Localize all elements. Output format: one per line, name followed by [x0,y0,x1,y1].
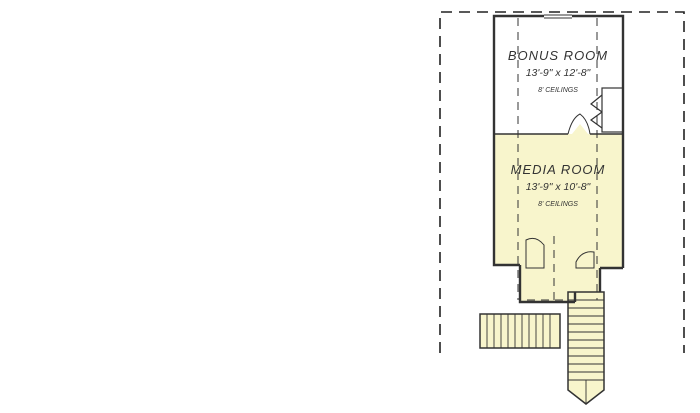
closet [589,87,624,133]
media-room-name: MEDIA ROOM [511,162,606,177]
door-swing [567,113,591,135]
media-room-dims: 13'-9" x 10'-8" [526,181,592,193]
bonus-room-ceiling: 8' CEILINGS [538,87,578,94]
media-room-ceiling: 8' CEILINGS [538,201,578,208]
stairs-right [567,291,605,405]
roof-outline-dashed [439,11,685,353]
walls [492,14,625,304]
hall-door-swing [525,237,595,269]
hidden-lines [517,18,598,301]
bonus-room-name: BONUS ROOM [508,48,608,63]
bonus-room-dims: 13'-9" x 12'-8" [526,67,592,79]
media-room-area [494,124,623,302]
stairs-left [479,313,561,349]
